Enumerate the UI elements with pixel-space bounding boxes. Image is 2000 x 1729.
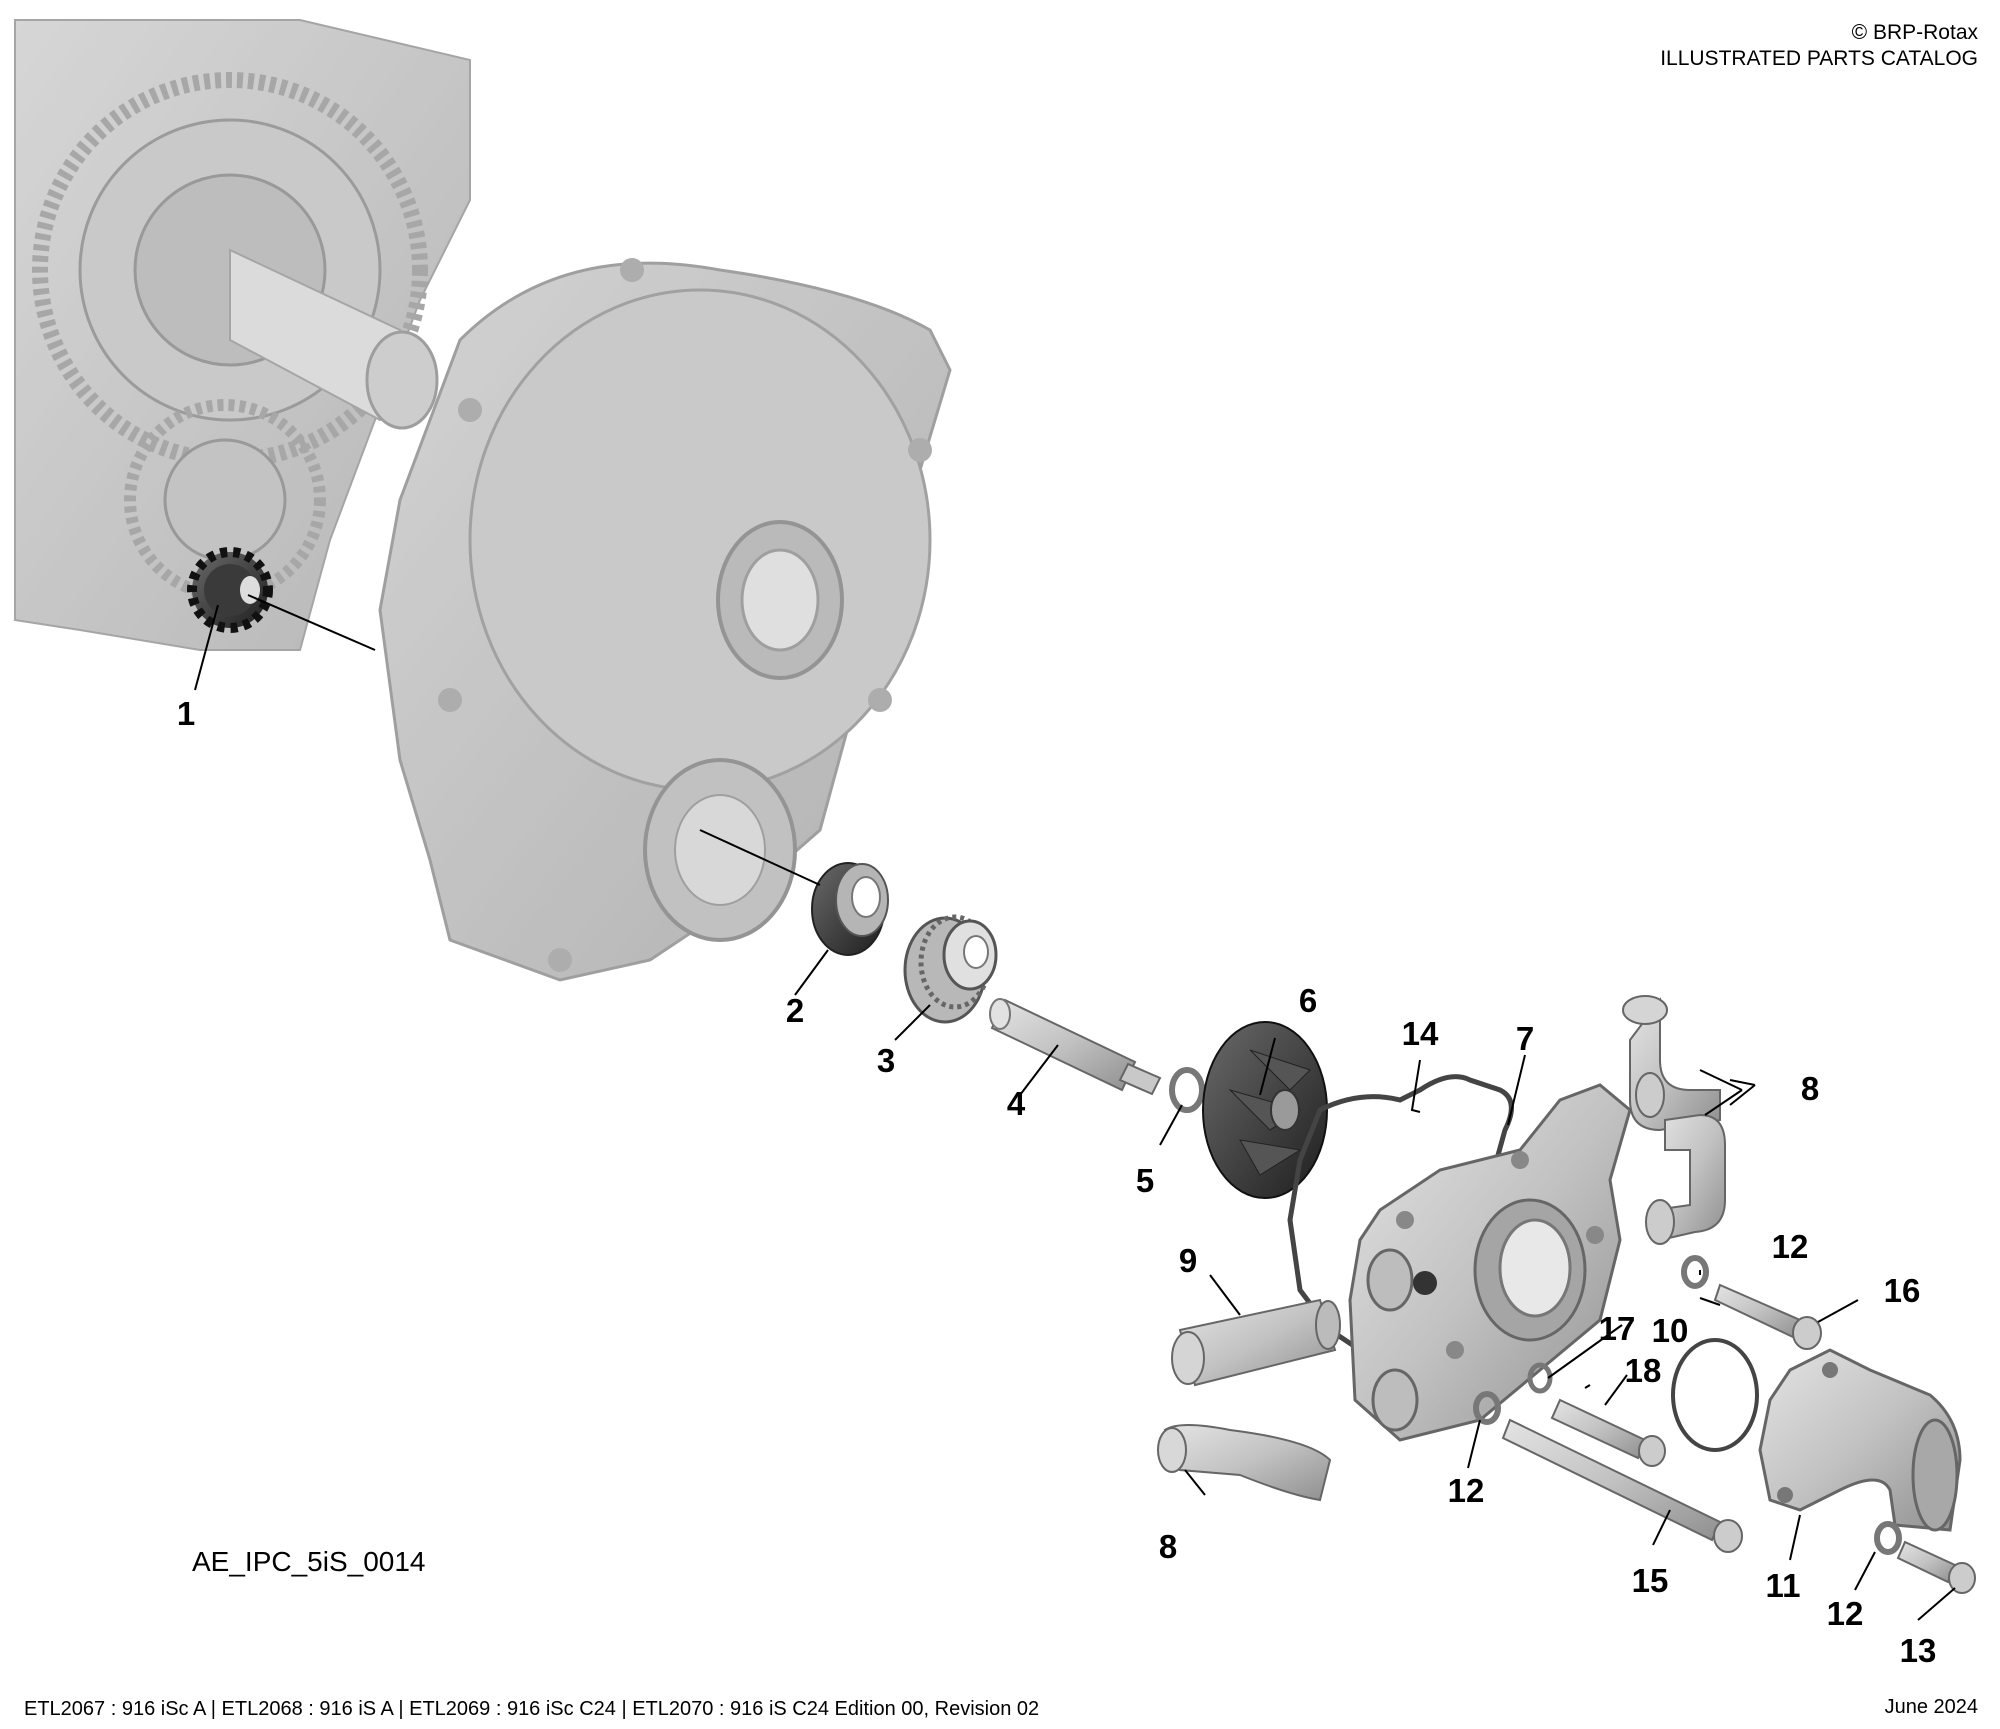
elbow-hose (1622, 995, 1721, 1132)
callout-7: 7 (1516, 1020, 1534, 1057)
callout-12a: 12 (1772, 1228, 1809, 1265)
hose (1171, 1298, 1341, 1387)
callout-6: 6 (1299, 982, 1317, 1019)
callout-12b: 12 (1448, 1472, 1485, 1509)
footer-date: June 2024 (1884, 1696, 1978, 1718)
seal-ring (811, 862, 889, 956)
callout-3: 3 (877, 1042, 895, 1079)
washer (1473, 1255, 1902, 1555)
callout-16: 16 (1884, 1272, 1921, 1309)
callout-18: 18 (1625, 1352, 1662, 1389)
callout-9: 9 (1179, 1242, 1197, 1279)
o-ring (1671, 1338, 1759, 1452)
catalog-title: ILLUSTRATED PARTS CATALOG (1660, 47, 1978, 70)
callout-numbers: 1 2 3 4 5 6 7 8 8 9 10 11 12 12 12 13 14… (177, 695, 1937, 1669)
shaft (989, 998, 1162, 1096)
crankcase-cover (378, 258, 952, 982)
footer-edition: ETL2067 : 916 iSc A | ETL2068 : 916 iS A… (24, 1698, 1040, 1720)
callout-15: 15 (1632, 1562, 1669, 1599)
pump-housing (1348, 1083, 1632, 1442)
callout-4: 4 (1007, 1085, 1026, 1122)
callout-5: 5 (1136, 1162, 1154, 1199)
callout-17: 17 (1599, 1310, 1636, 1347)
elbow-hose (1157, 1424, 1332, 1502)
callout-14: 14 (1402, 1015, 1439, 1052)
callout-11: 11 (1766, 1567, 1801, 1604)
copyright-text: © BRP-Rotax (1851, 21, 1978, 44)
callout-12c: 12 (1827, 1595, 1864, 1632)
washer (1169, 1067, 1205, 1113)
leader-lines (194, 594, 1956, 1621)
elbow-hose (1645, 1113, 1726, 1245)
long-screw (1501, 1418, 1743, 1553)
outlet-elbow (1758, 1348, 1962, 1532)
callout-2: 2 (786, 992, 804, 1029)
callout-8b: 8 (1159, 1528, 1177, 1565)
figure-id: AE_IPC_5iS_0014 (192, 1546, 426, 1577)
impeller (1202, 1021, 1328, 1199)
callout-8a: 8 (1801, 1070, 1819, 1107)
mechanical-seal (903, 914, 998, 1024)
screw (1550, 1283, 1976, 1594)
gear (187, 547, 273, 633)
callout-10: 10 (1652, 1312, 1689, 1349)
callout-1: 1 (177, 695, 195, 732)
callout-13: 13 (1900, 1632, 1937, 1669)
